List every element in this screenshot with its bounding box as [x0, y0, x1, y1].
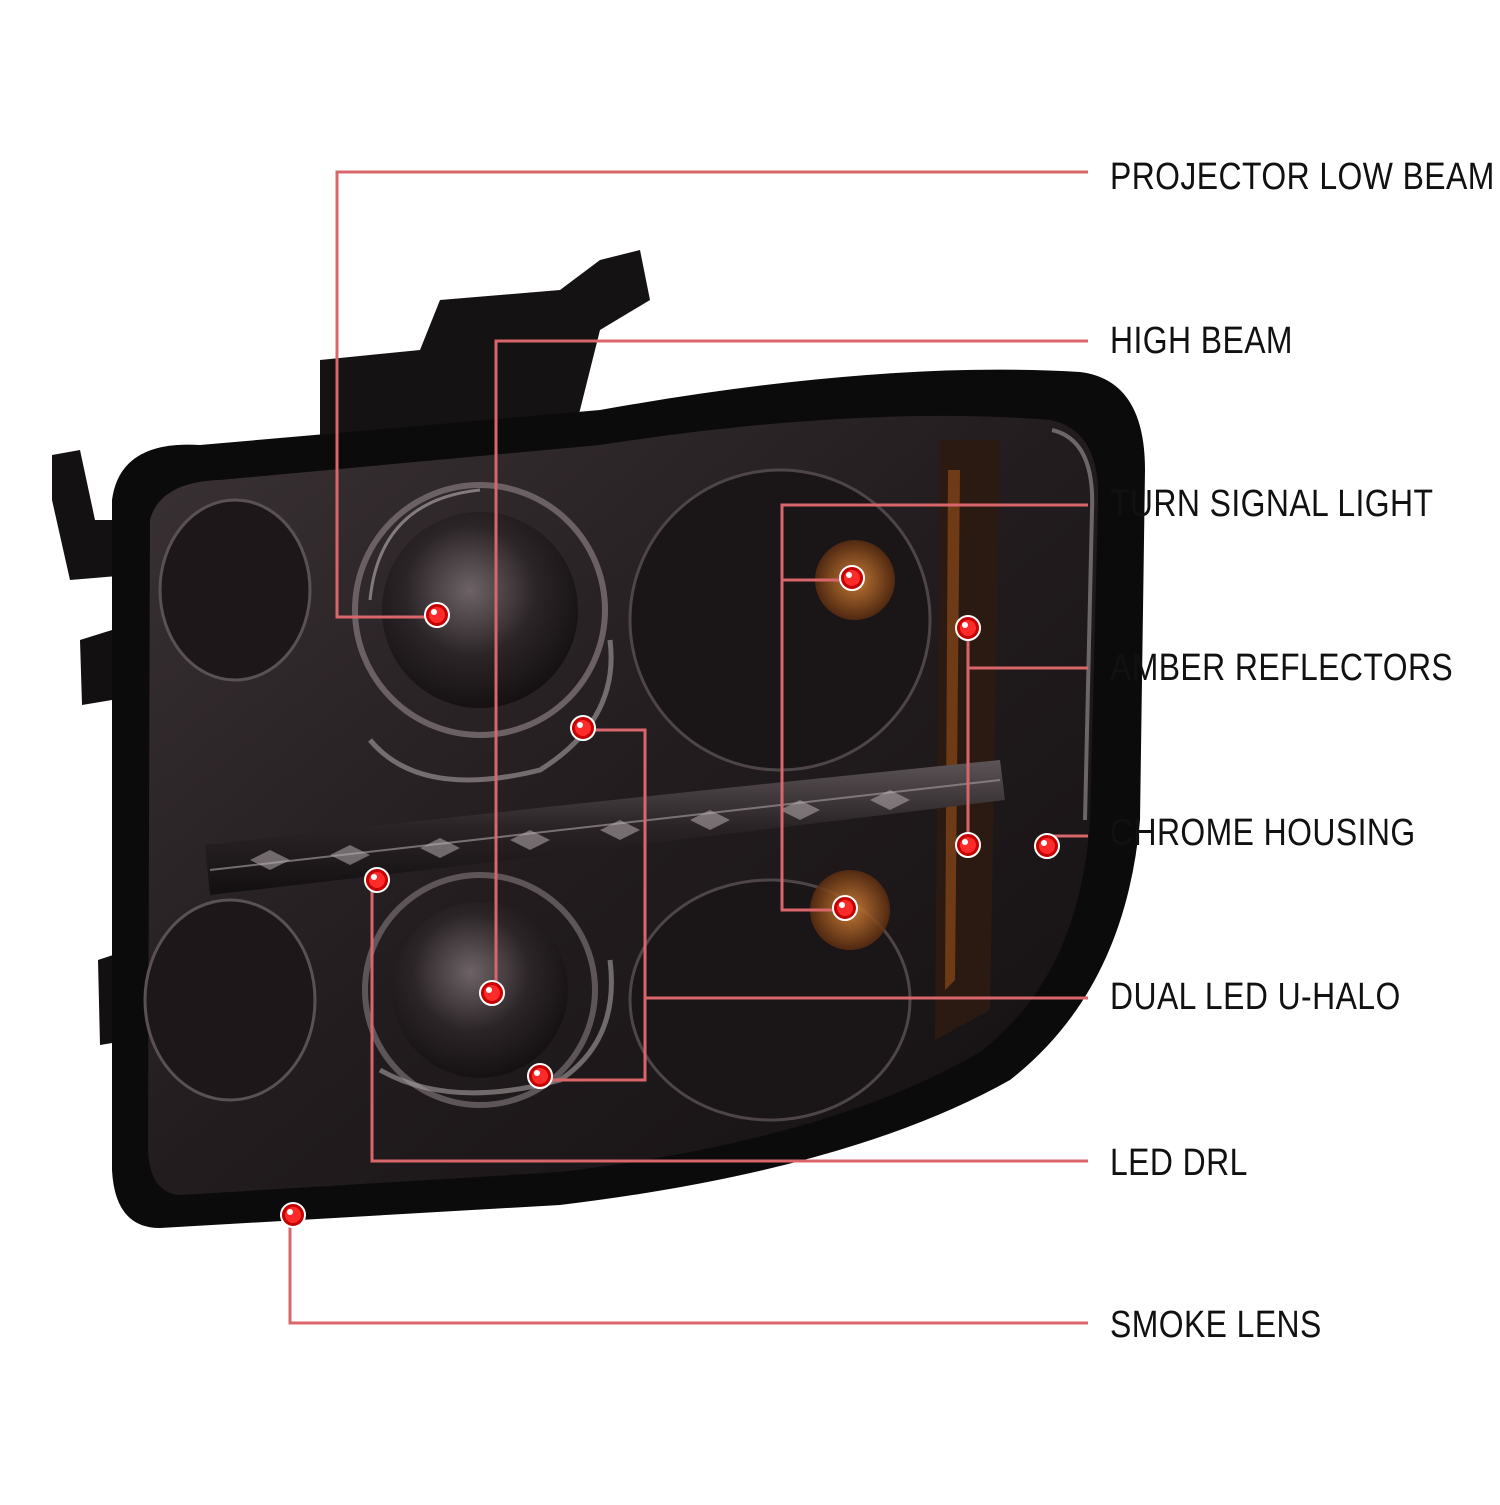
led-drl-chevrons: [250, 790, 910, 870]
marker-turn-signal-upper: [839, 565, 865, 591]
leader-high-beam: [494, 339, 1088, 993]
label-chrome-housing: CHROME HOUSING: [1110, 812, 1416, 854]
label-amber-reflectors: AMBER REFLECTORS: [1110, 647, 1454, 689]
mounting-bracket-left: [52, 450, 130, 580]
projector-low-beam-lens: [382, 512, 578, 708]
marker-chrome-housing: [1034, 833, 1060, 859]
label-dual-led-u-halo: DUAL LED U-HALO: [1110, 976, 1401, 1018]
marker-amber-reflector-lower: [955, 832, 981, 858]
marker-smoke-lens: [280, 1202, 306, 1228]
reflector-right-upper: [628, 468, 932, 772]
reflector-left-lower: [143, 898, 317, 1102]
leader-dual-led-u-halo-lower: [540, 998, 647, 1082]
halo-ring-upper: [368, 639, 614, 783]
callout-markers: [280, 565, 1060, 1228]
projector-low-beam-ring: [352, 482, 608, 738]
leader-led-drl: [370, 880, 1088, 1163]
marker-high-beam: [479, 980, 505, 1006]
marker-turn-signal-lower: [832, 895, 858, 921]
reflector-left-upper: [158, 498, 312, 682]
high-beam-ring: [362, 872, 598, 1108]
label-smoke-lens: SMOKE LENS: [1110, 1304, 1322, 1346]
chrome-edge: [1051, 428, 1095, 821]
mounting-tab-left: [80, 630, 112, 705]
marker-amber-reflector-upper: [955, 615, 981, 641]
marker-dual-led-u-halo-upper: [570, 715, 596, 741]
label-led-drl: LED DRL: [1110, 1142, 1248, 1184]
label-high-beam: HIGH BEAM: [1110, 320, 1293, 362]
leader-lines: [288, 170, 1088, 1325]
leader-turn-signal-lower: [780, 580, 845, 912]
label-projector-low-beam: PROJECTOR LOW BEAM: [1110, 156, 1495, 198]
label-turn-signal-light: TURN SIGNAL LIGHT: [1110, 483, 1434, 525]
leader-dual-led-u-halo: [583, 728, 1088, 1000]
leader-projector-low-beam: [335, 170, 1088, 619]
leader-smoke-lens: [288, 1215, 1088, 1325]
marker-dual-led-u-halo-lower: [527, 1063, 553, 1089]
marker-led-drl: [364, 867, 390, 893]
marker-projector-low-beam: [424, 602, 450, 628]
leader-turn-signal-upper: [780, 503, 1088, 582]
